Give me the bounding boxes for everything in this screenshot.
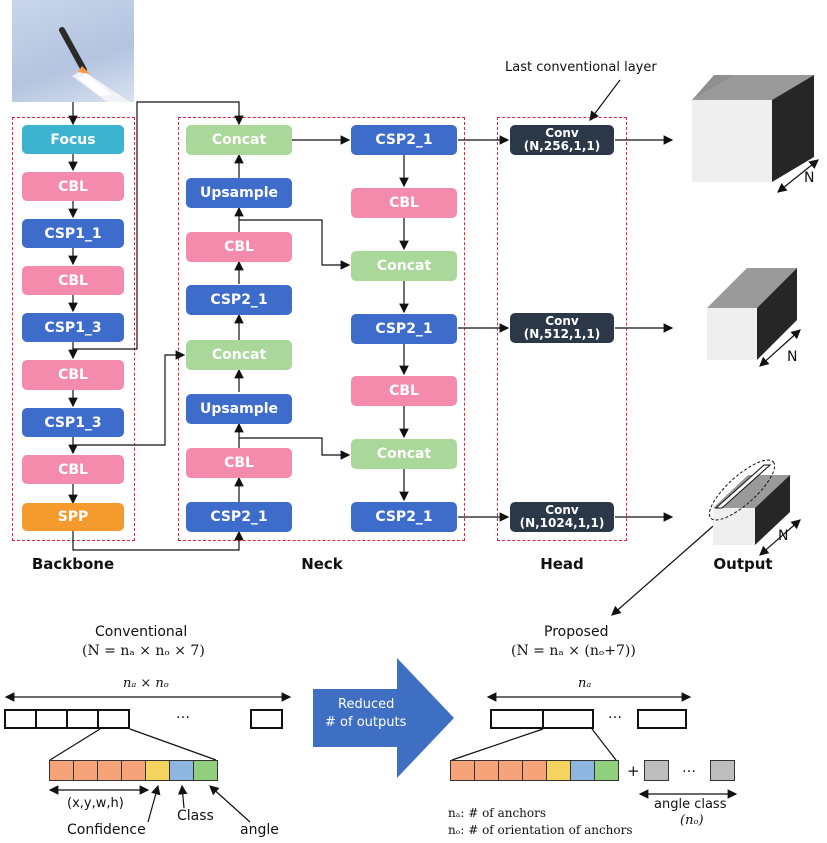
backbone-cbl-4: CBL xyxy=(22,455,124,484)
neck-concat-2: Concat xyxy=(186,340,292,370)
neck-csp2-1-c: CSP2_1 xyxy=(351,125,457,155)
legend-orientation: nₒ: # of orientation of anchors xyxy=(448,823,633,837)
neck-frame xyxy=(178,117,465,541)
prop-xywh-3 xyxy=(498,760,523,781)
neck-upsample-2: Upsample xyxy=(186,394,292,424)
section-head: Head xyxy=(540,555,584,573)
neck-cbl-3: CBL xyxy=(351,188,457,218)
head-conv-1: Conv (N,256,1,1) xyxy=(510,125,614,155)
conv-title: Conv xyxy=(545,126,579,140)
backbone-cbl-1: CBL xyxy=(22,172,124,201)
conv-angle-cell xyxy=(193,760,218,781)
conv-dots: … xyxy=(176,706,190,722)
neck-cbl-4: CBL xyxy=(351,376,457,406)
prop-angle-class-sub: (nₒ) xyxy=(680,813,704,828)
prop-angle-class-label: angle class xyxy=(654,797,727,812)
conv-params: (N,256,1,1) xyxy=(523,139,601,153)
head-frame xyxy=(497,117,627,541)
backbone-csp1-1: CSP1_1 xyxy=(22,219,124,248)
conv-title: Conv xyxy=(545,503,579,517)
head-conv-3: Conv (N,1024,1,1) xyxy=(510,502,614,532)
prop-class-cell xyxy=(570,760,595,781)
legend-anchors: nₐ: # of anchors xyxy=(448,806,547,820)
conv-cell-last xyxy=(250,709,283,729)
reduce-arrow-text-2: # of outputs xyxy=(325,715,407,730)
output-cube-2 xyxy=(707,268,801,367)
neck-concat-4: Concat xyxy=(351,439,457,469)
backbone-spp: SPP xyxy=(22,503,124,531)
neck-concat-1: Concat xyxy=(186,125,292,155)
prop-cell-1 xyxy=(490,709,544,729)
conventional-span-label: nₐ × nₒ xyxy=(123,676,169,691)
prop-xywh-1 xyxy=(450,760,475,781)
conv-xywh-label: (x,y,w,h) xyxy=(67,796,124,811)
conv-angle-label: angle xyxy=(240,822,279,838)
prop-xywh-2 xyxy=(474,760,499,781)
backbone-csp1-3-a: CSP1_3 xyxy=(22,313,124,342)
backbone-cbl-2: CBL xyxy=(22,266,124,295)
prop-angle-cell xyxy=(594,760,619,781)
prop-cell-last xyxy=(637,709,687,729)
section-backbone: Backbone xyxy=(31,555,115,573)
head-conv-2: Conv (N,512,1,1) xyxy=(510,313,614,343)
output-cube-1 xyxy=(692,75,819,193)
prop-dots: … xyxy=(608,706,622,722)
prop-confidence-cell xyxy=(546,760,571,781)
neck-cbl-2: CBL xyxy=(186,448,292,478)
neck-csp2-1-a: CSP2_1 xyxy=(186,285,292,315)
backbone-cbl-3: CBL xyxy=(22,360,124,390)
conv-cell-4 xyxy=(97,709,130,729)
head-annotation: Last conventional layer xyxy=(505,60,657,75)
proposed-title: Proposed xyxy=(544,624,609,640)
proposed-formula: (N = nₐ × (nₒ+7)) xyxy=(511,643,636,659)
conv-title: Conv xyxy=(545,314,579,328)
conventional-formula: (N = nₐ × nₒ × 7) xyxy=(82,643,205,659)
output-cube-3 xyxy=(708,459,801,556)
input-image xyxy=(12,0,134,102)
n-label-3: N xyxy=(778,528,789,544)
prop-plus: + xyxy=(627,762,640,780)
conv-class-label: Class xyxy=(177,808,214,824)
prop-angle-class-cell-1 xyxy=(644,760,669,781)
neck-csp2-1-d: CSP2_1 xyxy=(351,314,457,344)
conv-params: (N,512,1,1) xyxy=(523,327,601,341)
prop-angle-class-cell-2 xyxy=(710,760,735,781)
backbone-csp1-3-b: CSP1_3 xyxy=(22,408,124,437)
section-output: Output xyxy=(713,555,773,573)
neck-cbl-1: CBL xyxy=(186,232,292,262)
neck-upsample-1: Upsample xyxy=(186,178,292,208)
prop-cell-2 xyxy=(542,709,594,729)
section-neck: Neck xyxy=(301,555,343,573)
conv-confidence-label: Confidence xyxy=(67,822,146,838)
proposed-span-label: nₐ xyxy=(578,676,592,691)
reduce-arrow-text-1: Reduced xyxy=(338,697,395,712)
backbone-focus: Focus xyxy=(22,125,124,154)
prop-xywh-4 xyxy=(522,760,547,781)
n-label-2: N xyxy=(787,349,798,365)
conventional-title: Conventional xyxy=(95,624,188,640)
conv-params: (N,1024,1,1) xyxy=(519,516,605,530)
prop-angle-dots: … xyxy=(682,760,696,776)
neck-csp2-1-e: CSP2_1 xyxy=(351,502,457,532)
n-label-1: N xyxy=(804,170,815,186)
neck-concat-3: Concat xyxy=(351,251,457,281)
neck-csp2-1-b: CSP2_1 xyxy=(186,502,292,532)
